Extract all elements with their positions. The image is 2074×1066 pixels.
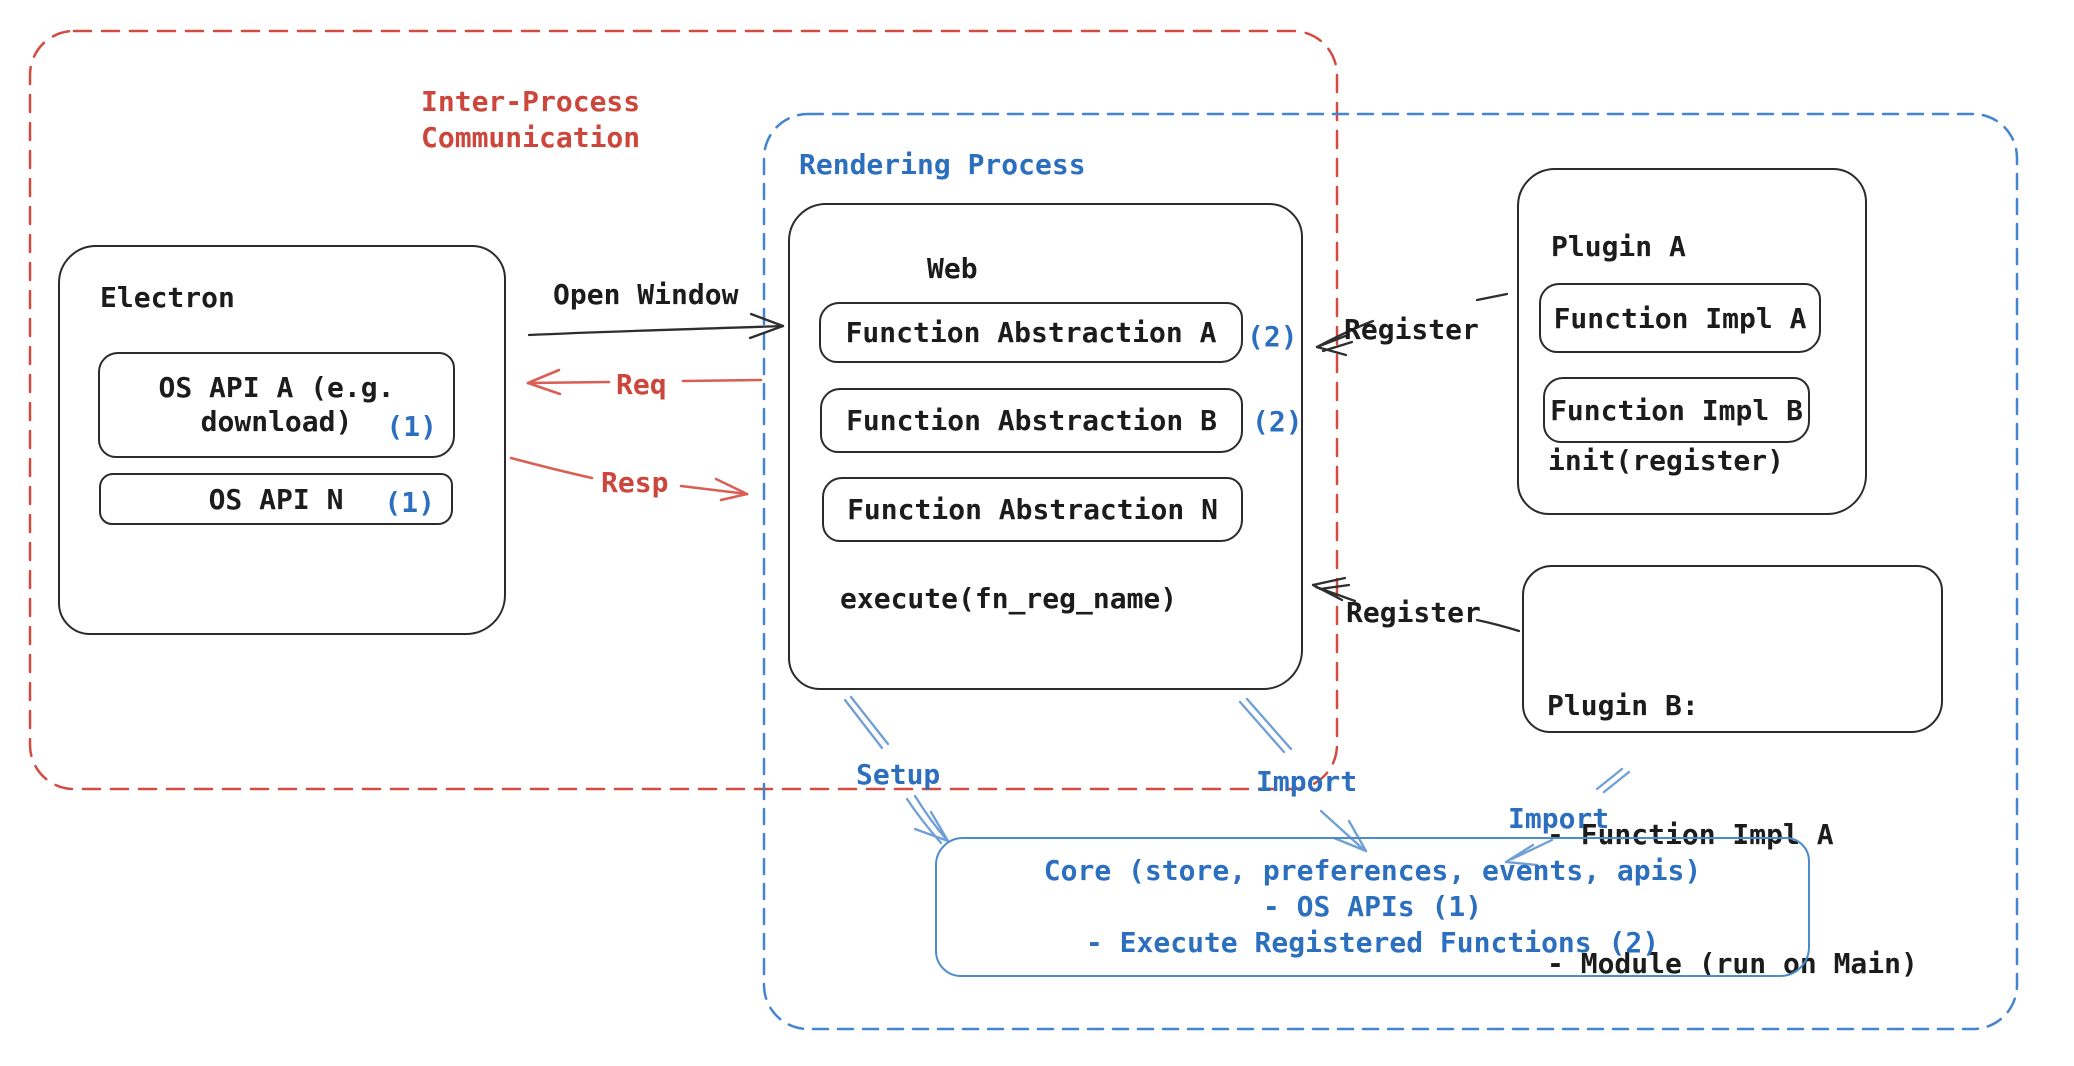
init-register-label: init(register) — [1548, 444, 1785, 477]
function-abstraction-n-box: Function Abstraction N — [822, 477, 1243, 542]
setup-arrow — [843, 695, 950, 845]
core-box: Core (store, preferences, events, apis) … — [935, 837, 1810, 977]
setup-label: Setup — [856, 758, 941, 791]
register-arrow-bottom — [1311, 576, 1521, 633]
os-api-n-ref: (1) — [384, 486, 435, 519]
open-window-label: Open Window — [553, 278, 739, 311]
register-arrow-top — [1315, 292, 1509, 357]
web-box — [788, 203, 1303, 690]
electron-title: Electron — [100, 281, 235, 314]
function-abstraction-n-label: Function Abstraction N — [847, 493, 1218, 526]
function-impl-a-label: Function Impl A — [1553, 301, 1807, 335]
function-abstraction-b-box: Function Abstraction B — [820, 388, 1243, 453]
os-api-a-line1: OS API A (e.g. — [158, 371, 395, 404]
core-line-1: Core (store, preferences, events, apis) — [1043, 854, 1702, 887]
function-abstraction-b-ref: (2) — [1252, 405, 1303, 438]
plugin-b-title: Plugin B: — [1547, 689, 1699, 722]
os-api-n-box: OS API N (1) — [99, 473, 453, 525]
ipc-boundary — [28, 29, 1339, 791]
function-impl-b-box: Function Impl B — [1543, 377, 1810, 443]
import-arrow-web — [1238, 697, 1368, 853]
function-impl-a-box: Function Impl A — [1539, 283, 1821, 353]
resp-label: Resp — [601, 466, 669, 499]
ipc-label-line2: Communication — [421, 121, 641, 154]
req-label: Req — [616, 368, 667, 401]
web-title: Web — [927, 252, 978, 285]
core-line-3: - Execute Registered Functions (2) — [1085, 926, 1660, 959]
os-api-a-box: OS API A (e.g. download) (1) — [98, 352, 455, 458]
function-abstraction-a-box: Function Abstraction A — [819, 302, 1243, 363]
plugin-a-box — [1517, 168, 1867, 515]
function-impl-b-label: Function Impl B — [1550, 393, 1803, 427]
open-window-arrow — [527, 312, 785, 340]
os-api-a-line2: download) — [200, 405, 353, 438]
function-abstraction-a-ref: (2) — [1247, 320, 1298, 353]
function-abstraction-a-label: Function Abstraction A — [845, 316, 1217, 349]
rendering-region-label: Rendering Process — [799, 148, 1086, 181]
import-web-label: Import — [1256, 765, 1358, 798]
ipc-label-line1: Inter-Process — [421, 85, 641, 118]
plugin-b-box: Plugin B: - Function Impl A - Module (ru… — [1522, 565, 1943, 980]
register-top-label: Register — [1344, 313, 1479, 346]
function-abstraction-b-label: Function Abstraction B — [846, 404, 1217, 437]
os-api-n-label: OS API N — [208, 482, 344, 516]
electron-box — [58, 245, 506, 635]
execute-label: execute(fn_reg_name) — [840, 582, 1178, 615]
os-api-a-ref: (1) — [386, 410, 437, 443]
resp-arrow — [509, 456, 749, 502]
core-line-2: - OS APIs (1) — [1262, 890, 1483, 923]
req-arrow — [526, 368, 763, 396]
import-arrow-plugin — [1504, 767, 1631, 867]
rendering-boundary — [762, 112, 2019, 1031]
plugin-a-title: Plugin A — [1551, 230, 1686, 263]
import-plugin-label: Import — [1508, 802, 1610, 835]
register-bottom-label: Register — [1346, 596, 1481, 629]
